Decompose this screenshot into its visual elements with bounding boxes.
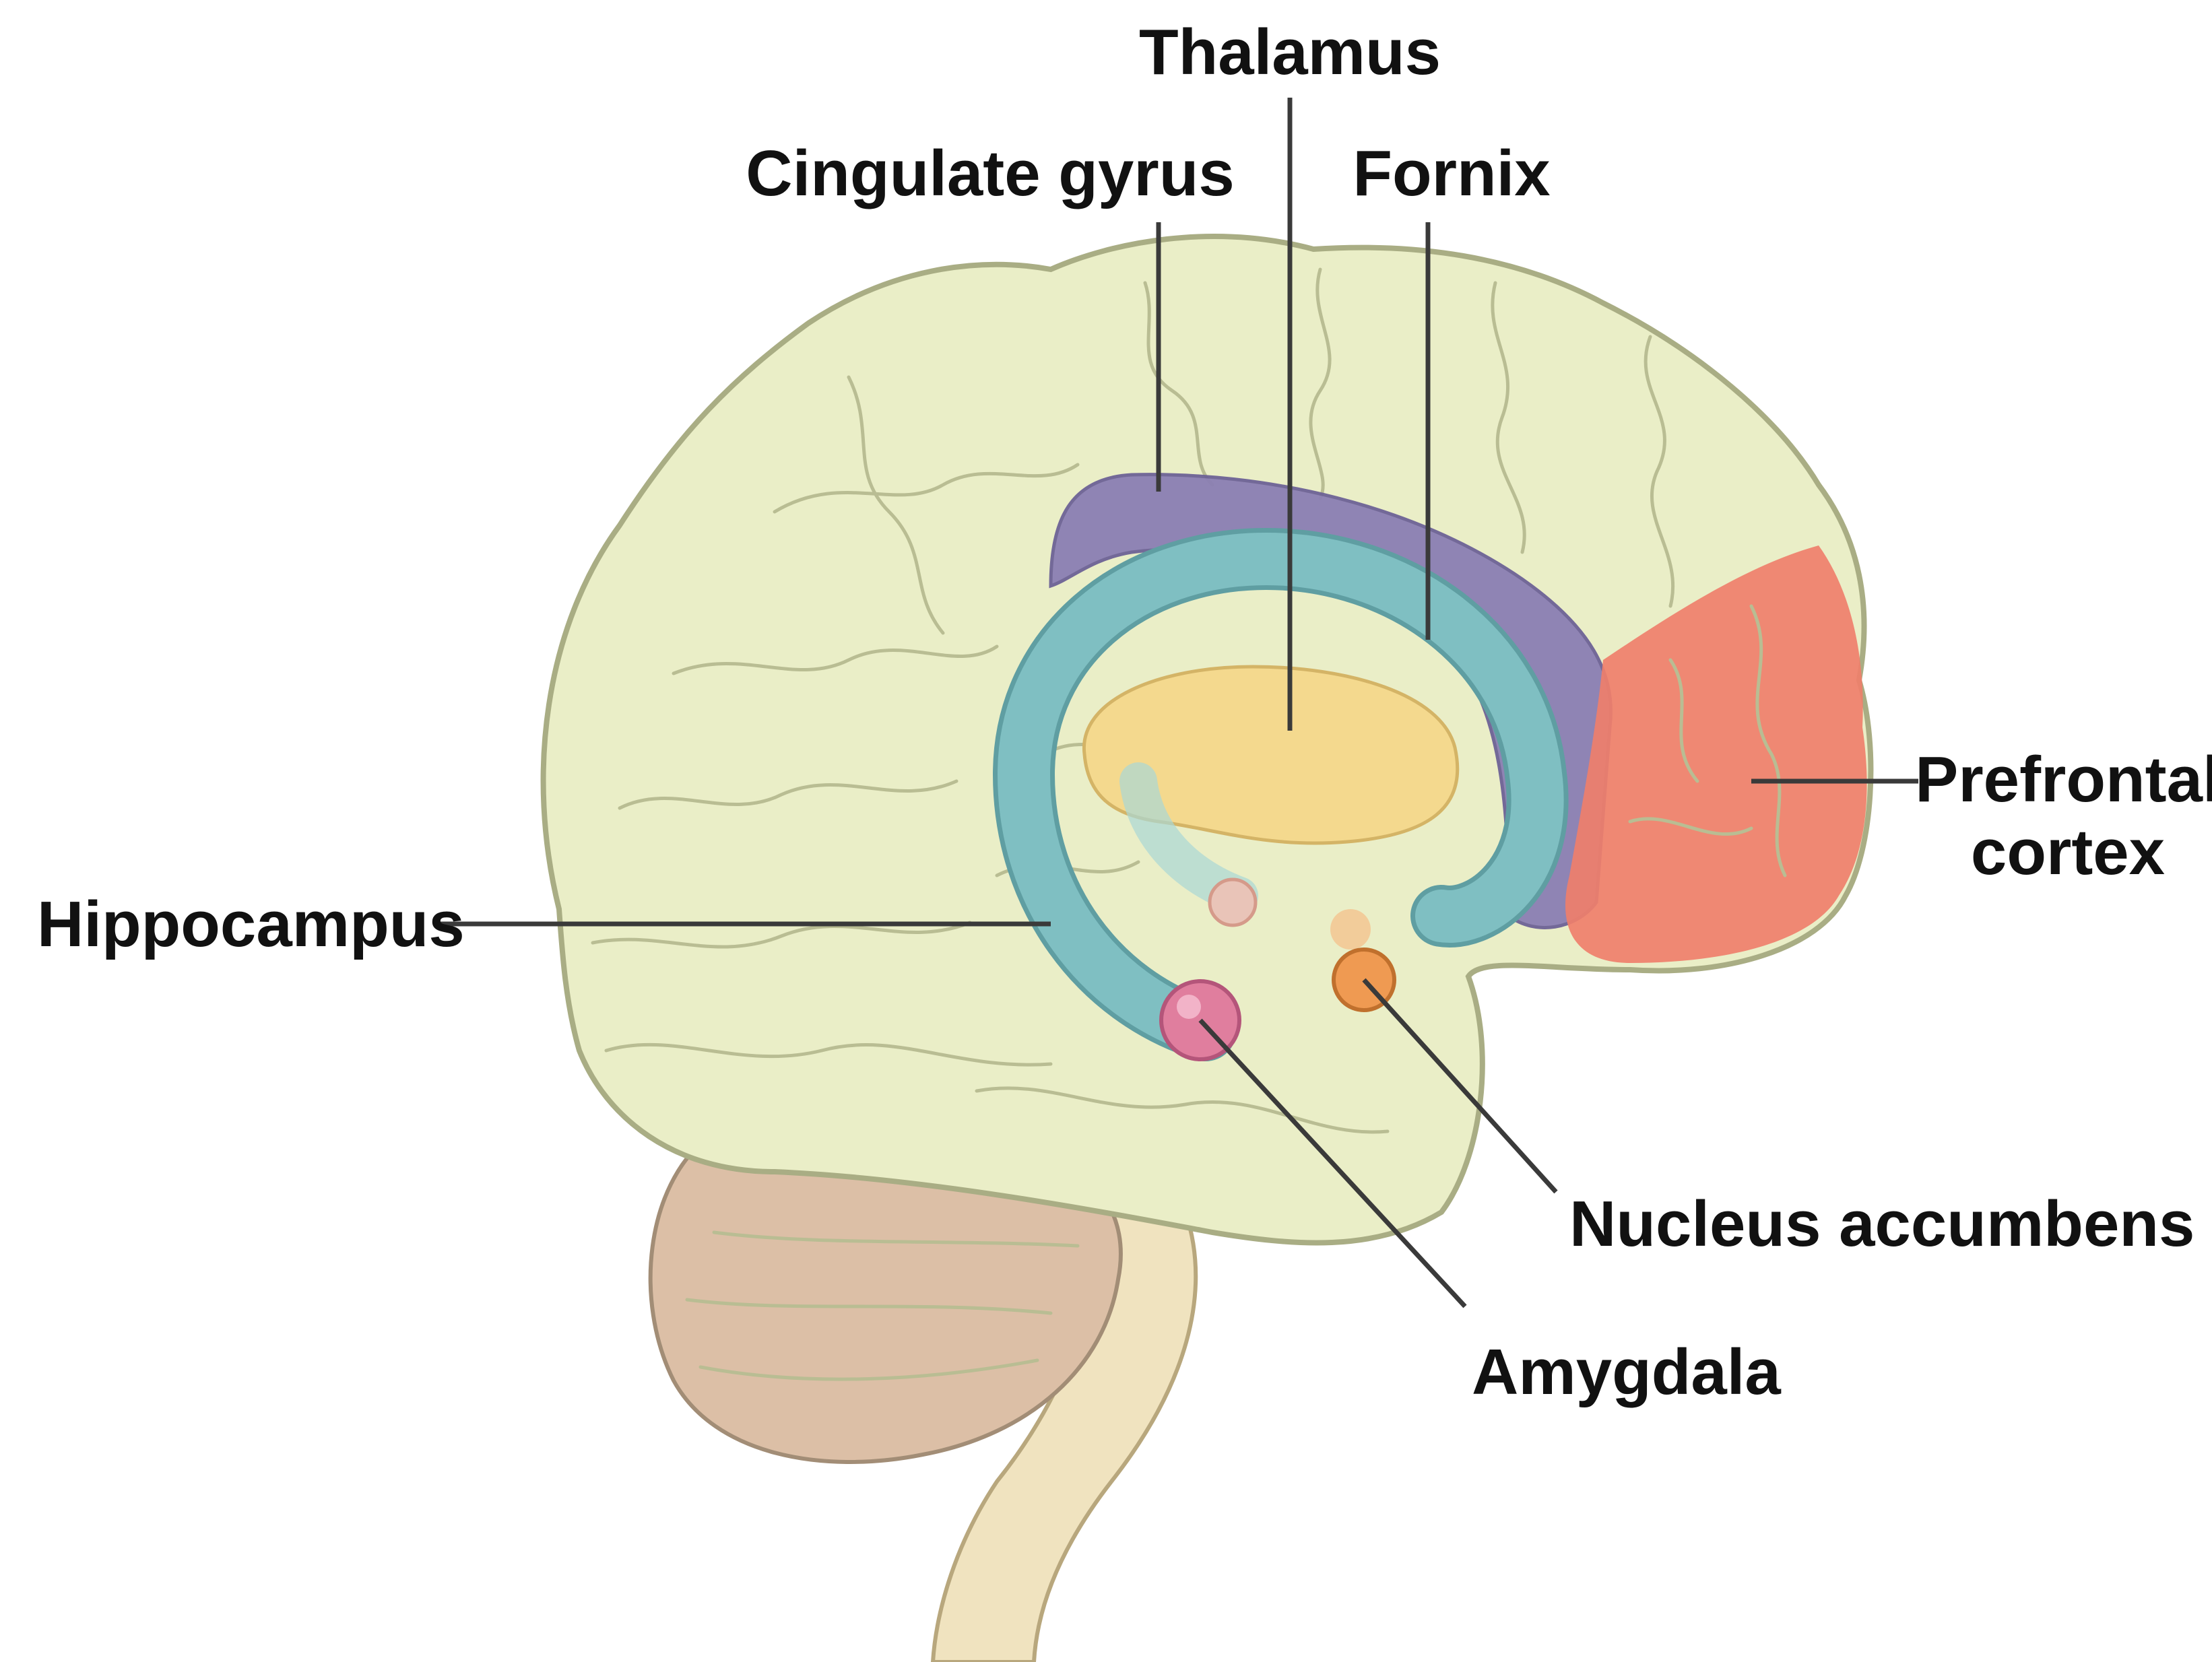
label-nucleus-accumbens: Nucleus accumbens — [1569, 1188, 2194, 1260]
label-fornix: Fornix — [1353, 137, 1550, 209]
label-prefrontal-line2: cortex — [1971, 816, 2165, 888]
label-cingulate-gyrus: Cingulate gyrus — [746, 137, 1234, 209]
label-amygdala: Amygdala — [1472, 1336, 1781, 1408]
label-hippocampus: Hippocampus — [37, 888, 465, 960]
label-prefrontal-line1: Prefrontal — [1915, 743, 2212, 816]
label-thalamus: Thalamus — [1139, 16, 1441, 88]
